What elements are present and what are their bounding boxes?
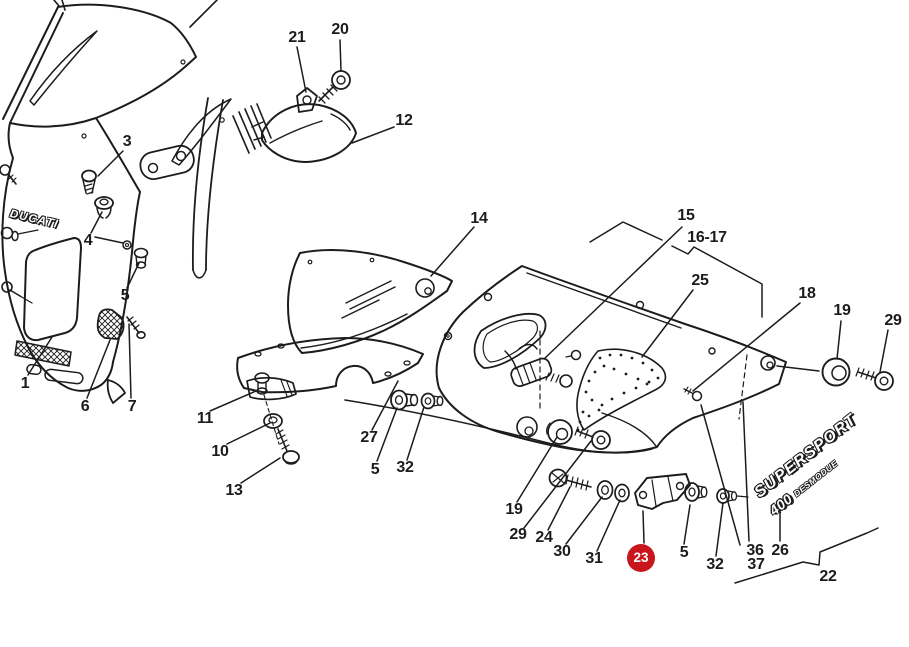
- callout-32-mid[interactable]: 32: [396, 459, 414, 476]
- windscreen: [2, 0, 232, 166]
- callout-26[interactable]: 26: [771, 542, 789, 559]
- callout-30[interactable]: 30: [553, 543, 571, 560]
- hardware-cluster: [548, 468, 749, 510]
- callout-16-17[interactable]: 16-17: [687, 229, 727, 246]
- callout-14[interactable]: 14: [470, 210, 488, 227]
- pad-screw: [691, 390, 703, 402]
- hardware-mid: [390, 389, 611, 450]
- callout-31[interactable]: 31: [585, 550, 603, 567]
- mid-lower-panel: [287, 249, 453, 354]
- washer: [263, 413, 283, 429]
- callout-3[interactable]: 3: [122, 133, 132, 150]
- callout-19-mid[interactable]: 19: [505, 501, 523, 518]
- inner-pillar-panel: [81, 97, 225, 279]
- signal-screw: [331, 70, 351, 90]
- callout-5-mid[interactable]: 5: [370, 461, 380, 478]
- vent-cutout: [473, 313, 547, 369]
- rivet: [254, 372, 270, 384]
- callout-36[interactable]: 36: [746, 542, 764, 559]
- wiring-connector: [510, 357, 553, 387]
- callout-27[interactable]: 27: [360, 429, 378, 446]
- callout-29-mid[interactable]: 29: [509, 526, 527, 543]
- callout-19-right[interactable]: 19: [833, 302, 851, 319]
- right-fairing-panel: [344, 265, 787, 454]
- callout-6[interactable]: 6: [80, 398, 90, 415]
- callout-32-right[interactable]: 32: [706, 556, 724, 573]
- mount-bracket: [634, 473, 691, 510]
- callout-15[interactable]: 15: [677, 207, 695, 224]
- mirror-boss: [96, 308, 125, 340]
- hardware-right: [821, 357, 894, 391]
- callout-22[interactable]: 22: [819, 568, 837, 585]
- callout-11[interactable]: 11: [196, 410, 214, 427]
- callout-25[interactable]: 25: [691, 272, 709, 289]
- callout-7[interactable]: 7: [127, 398, 137, 415]
- turn-signal: [232, 70, 357, 163]
- leader-lines: [27, 39, 889, 584]
- callout-5-right[interactable]: 5: [679, 544, 689, 561]
- callout-29-right[interactable]: 29: [884, 312, 902, 329]
- callout-1[interactable]: 1: [20, 375, 30, 392]
- screw-and-wellnuts: [81, 169, 149, 269]
- callout-12[interactable]: 12: [395, 112, 413, 129]
- callout-13[interactable]: 13: [225, 482, 243, 499]
- left-fasteners: [0, 164, 39, 304]
- callout-10[interactable]: 10: [211, 443, 229, 460]
- callout-5-left[interactable]: 5: [120, 287, 130, 304]
- bolt-head: [282, 450, 300, 464]
- callout-37[interactable]: 37: [747, 556, 765, 573]
- callout-21[interactable]: 21: [288, 29, 306, 46]
- callout-4[interactable]: 4: [83, 232, 93, 249]
- foam-pad: [576, 348, 667, 431]
- callout-24[interactable]: 24: [535, 529, 553, 546]
- wing-stay-bracket: [236, 337, 424, 465]
- foam-pad-dots: [576, 353, 660, 432]
- callout-18[interactable]: 18: [798, 285, 816, 302]
- grille-hatch: [14, 340, 72, 367]
- nose-fairing: [1, 117, 146, 404]
- callout-23-selected[interactable]: 23: [627, 544, 655, 572]
- callout-20[interactable]: 20: [331, 21, 349, 38]
- signal-clamp: [296, 87, 318, 113]
